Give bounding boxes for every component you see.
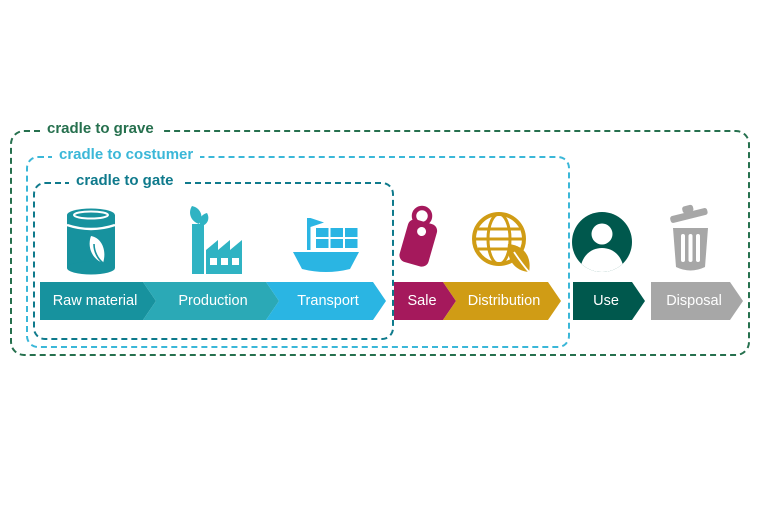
stage-distribution: Distribution [443, 282, 561, 320]
stage-use: Use [573, 282, 645, 320]
scope-label-cradle-to-grave: cradle to grave [40, 120, 161, 137]
globe-leaf-icon [470, 210, 534, 274]
stage-label: Distribution [467, 293, 541, 309]
price-tag-icon [391, 204, 445, 274]
user-icon [570, 210, 634, 274]
scope-label-cradle-to-gate: cradle to gate [69, 172, 181, 189]
stage-sale: Sale [394, 282, 456, 320]
green-factory-icon [178, 204, 244, 276]
eco-barrel-icon [65, 208, 117, 276]
stage-label: Raw material [52, 293, 138, 309]
stage-raw-material: Raw material [40, 282, 156, 320]
stage-label: Sale [407, 293, 437, 309]
scope-label-cradle-to-costumer: cradle to costumer [52, 146, 201, 163]
stage-label: Production [178, 293, 248, 309]
trash-bin-icon [661, 204, 719, 274]
scope-cradle-to-grave: cradle to grave [10, 120, 750, 356]
stage-label: Transport [297, 293, 359, 309]
stage-label: Disposal [666, 293, 722, 309]
stage-transport: Transport [266, 282, 386, 320]
scope-cradle-to-gate: cradle to gate [33, 172, 394, 340]
stage-label: Use [593, 293, 619, 309]
scope-cradle-to-costumer: cradle to costumer [26, 146, 570, 348]
stage-production: Production [143, 282, 279, 320]
stage-disposal: Disposal [651, 282, 743, 320]
stage-bar: Raw material Production Transport Sale D… [40, 282, 743, 320]
cargo-ship-icon [289, 214, 363, 276]
